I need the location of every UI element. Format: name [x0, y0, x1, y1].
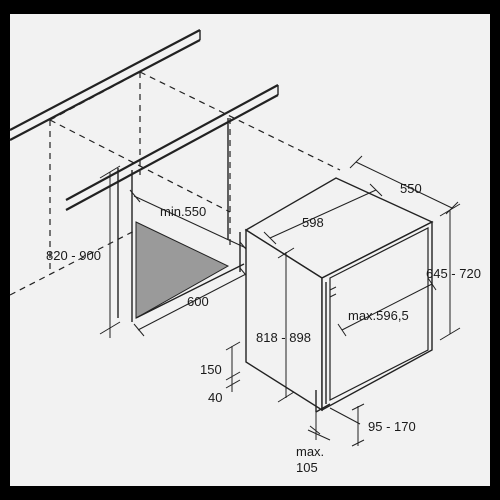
niche-floor-edge	[135, 263, 245, 319]
label-598: 598	[302, 215, 324, 230]
label-40: 40	[208, 390, 222, 405]
label-645-720: 645 - 720	[426, 266, 481, 281]
label-min-550: min.550	[160, 204, 206, 219]
max-596-5-dimension-line	[337, 277, 437, 337]
d-598-dimension-line	[263, 183, 383, 245]
label-max-596-5: max.596,5	[348, 308, 409, 323]
label-max: max.	[296, 444, 324, 459]
d-150-40-dimension-line	[225, 341, 241, 392]
appliance-door-panel	[325, 227, 429, 404]
niche-floor-shading	[135, 221, 230, 319]
label-550: 550	[400, 181, 422, 196]
niche-outline-dashed	[9, 71, 341, 296]
h-645-720-dimension-line	[439, 203, 461, 341]
appliance-body	[244, 177, 434, 412]
label-600: 600	[187, 294, 209, 309]
label-820-900: 820 - 900	[46, 248, 101, 263]
label-818-898: 818 - 898	[256, 330, 311, 345]
label-105: 105	[296, 460, 318, 475]
label-95-170: 95 - 170	[368, 419, 416, 434]
d-550-dimension-line	[349, 155, 459, 215]
label-150: 150	[200, 362, 222, 377]
max-105-dimension-line	[307, 412, 331, 441]
d-95-170-dimension-line	[329, 403, 365, 447]
plinth	[315, 390, 331, 413]
worktop-back-rail	[9, 29, 201, 141]
h-820-900-dimension-line	[99, 165, 121, 338]
h-818-898-dimension-line	[277, 247, 295, 403]
worktop-front-rail	[65, 84, 279, 211]
